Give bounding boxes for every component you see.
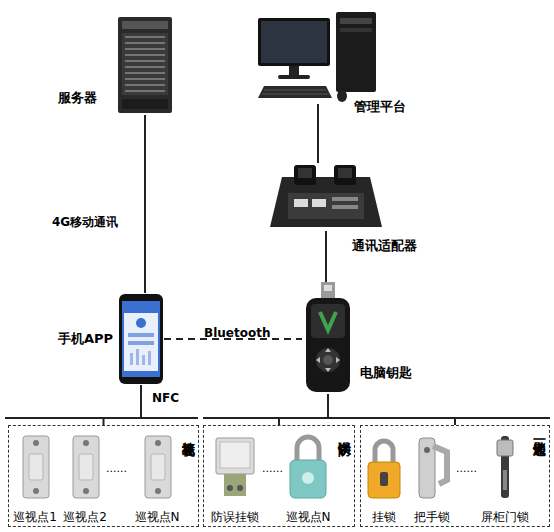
device-node: 服务器 <box>112 15 178 115</box>
tag-icon <box>11 430 59 504</box>
device-label: 手机APP <box>58 330 113 348</box>
padteal-icon <box>282 430 334 504</box>
lockbox-icon <box>206 430 264 504</box>
device-node: 手机APP <box>118 293 164 385</box>
ellipsis-label: ...... <box>456 462 477 475</box>
item-label: 屏柜门锁 <box>477 509 533 526</box>
connector-label: NFC <box>152 391 179 405</box>
device-item: 挂锁 <box>363 430 405 526</box>
device-item: 防误挂锁 <box>206 430 264 526</box>
device-label: 管理平台 <box>354 98 406 116</box>
pc-icon <box>256 12 380 104</box>
cabinet-icon <box>477 430 533 504</box>
device-item: 巡视点N <box>282 430 334 526</box>
phone-icon <box>118 293 164 385</box>
device-node: 通讯适配器 <box>268 163 384 231</box>
device-node: 管理平台 <box>256 12 380 104</box>
device-label: 电脑钥匙 <box>360 364 412 382</box>
group-box: 巡视标签巡视点1巡视点2巡视点N <box>8 425 199 527</box>
server-icon <box>112 15 178 115</box>
device-node: 电脑钥匙 <box>302 282 354 394</box>
item-label: 巡视点N <box>133 509 181 526</box>
padyellow-icon <box>363 430 405 504</box>
key-icon <box>302 282 354 394</box>
adapter-icon <box>268 163 384 231</box>
connector-label: 4G移动通讯 <box>52 214 118 231</box>
connector-label: Bluetooth <box>204 326 270 340</box>
tag-icon <box>133 430 181 504</box>
item-label: 巡视点1 <box>11 509 59 526</box>
item-label: 挂锁 <box>363 509 405 526</box>
connector-line <box>325 231 327 282</box>
connector-line <box>328 394 455 425</box>
item-label: 防误挂锁 <box>206 509 264 526</box>
device-item: 巡视点2 <box>61 430 109 526</box>
tag-icon <box>61 430 109 504</box>
device-item: 巡视点1 <box>11 430 59 526</box>
connector-line <box>104 385 142 425</box>
ellipsis-label: ...... <box>262 462 283 475</box>
device-item: 屏柜门锁 <box>477 430 533 526</box>
device-label: 通讯适配器 <box>352 237 417 255</box>
handle-icon <box>409 430 455 504</box>
item-label: 巡视点N <box>282 509 334 526</box>
item-label: 巡视点2 <box>61 509 109 526</box>
device-item: 巡视点N <box>133 430 181 526</box>
item-label: 把手锁 <box>409 509 455 526</box>
connector-line <box>144 115 146 293</box>
connector-line <box>317 104 319 163</box>
group-box: 一匙通锁挂锁把手锁屏柜门锁 <box>360 425 550 527</box>
ellipsis-label: ...... <box>106 462 127 475</box>
device-label: 服务器 <box>58 89 97 107</box>
bus-line <box>5 417 198 419</box>
device-item: 把手锁 <box>409 430 455 526</box>
connector-line <box>279 394 328 425</box>
group-box: 防误锁防误挂锁巡视点N <box>203 425 355 527</box>
